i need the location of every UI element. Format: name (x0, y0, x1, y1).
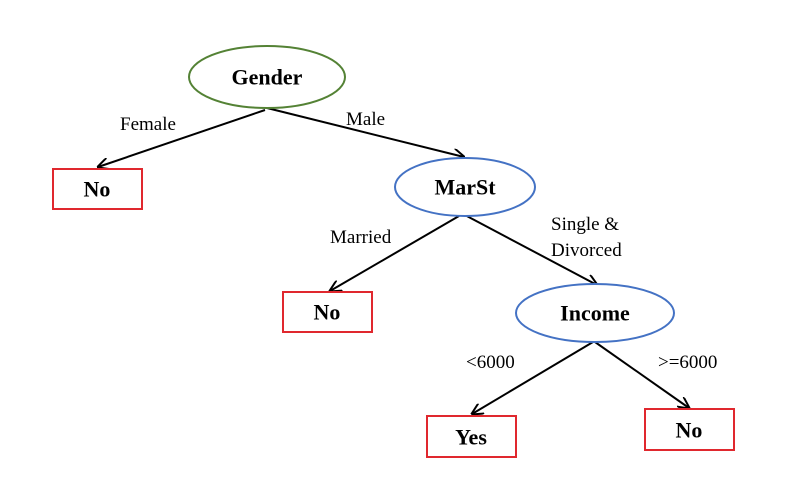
edge-low-income (472, 341, 594, 414)
leaf-female-no-box (52, 168, 143, 210)
leaf-high-income-no-label: No (676, 418, 703, 443)
node-gender-shape (188, 45, 346, 109)
node-income-label: Income (560, 301, 630, 326)
node-marst-label: MarSt (434, 175, 496, 200)
leaf-married-no-label: No (314, 300, 341, 325)
edge-label-female: Female (120, 114, 176, 135)
edge-female (98, 109, 266, 167)
leaf-low-income-yes-label: Yes (455, 425, 487, 450)
edge-label-single-divorced-line1: Single & (551, 214, 619, 235)
node-gender: Gender (188, 45, 346, 109)
node-marst-shape (394, 157, 536, 217)
node-income: Income (515, 283, 675, 343)
leaf-female-no: No (52, 168, 143, 210)
edge-high-income (594, 341, 689, 408)
node-gender-label: Gender (232, 65, 303, 90)
edge-label-low-income: <6000 (466, 352, 515, 373)
leaf-high-income-no: No (644, 408, 735, 451)
node-income-shape (515, 283, 675, 343)
edge-single-divorced (462, 213, 597, 285)
leaf-female-no-label: No (84, 177, 111, 202)
leaf-married-no-box (282, 291, 373, 333)
edge-male (266, 107, 464, 157)
edge-married (330, 215, 460, 291)
leaf-low-income-yes-box (426, 415, 517, 458)
leaf-low-income-yes: Yes (426, 415, 517, 458)
edge-label-single-divorced-line2: Divorced (551, 240, 622, 261)
leaf-high-income-no-box (644, 408, 735, 451)
node-marst: MarSt (394, 157, 536, 217)
edge-label-high-income: >=6000 (658, 352, 717, 373)
edge-label-married: Married (330, 227, 392, 248)
leaf-married-no: No (282, 291, 373, 333)
edge-label-male: Male (346, 109, 385, 130)
